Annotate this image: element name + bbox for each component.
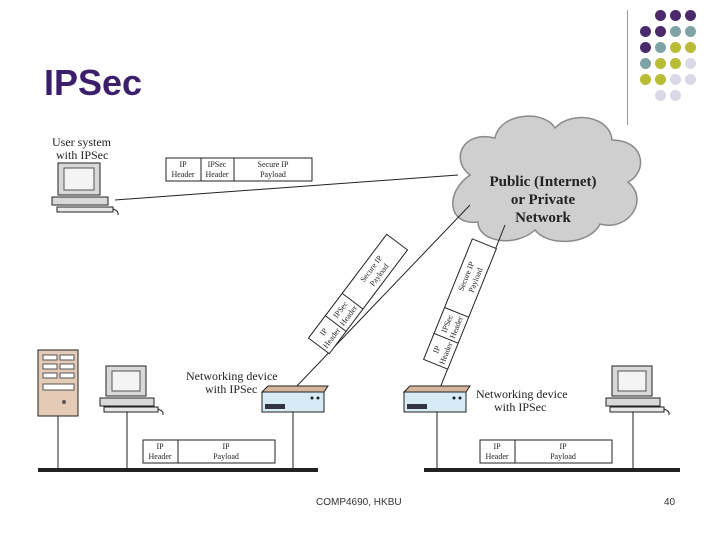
user-system-label-line-1: User system: [52, 135, 112, 149]
network-cloud: Public (Internet) or Private Network: [452, 115, 642, 243]
decorative-dot: [670, 90, 681, 101]
left-device-label-line-2: with IPSec: [205, 382, 257, 396]
decorative-dot-grid: [640, 10, 716, 120]
decorative-dot: [685, 10, 696, 21]
left-computer-icon: [99, 365, 164, 416]
decorative-dot: [640, 58, 651, 69]
right-lan-payload-label: Payload: [550, 452, 576, 461]
server-tower-icon: [37, 349, 79, 417]
network-label-line-2: or Private: [511, 192, 576, 208]
decorative-dot: [670, 10, 681, 21]
decorative-dot: [685, 58, 696, 69]
left-lan-ip-label: IP: [156, 442, 164, 451]
right-device-label-line-2: with IPSec: [494, 400, 546, 414]
page-number: 40: [664, 497, 676, 508]
decorative-dot: [640, 42, 651, 53]
title-divider-line: [627, 10, 628, 125]
decorative-dot: [655, 42, 666, 53]
right-device-label-line-1: Networking device: [476, 387, 568, 401]
left-networking-device-icon: [260, 385, 329, 413]
left-lan-header-label: Header: [148, 452, 171, 461]
decorative-dot: [685, 42, 696, 53]
user-computer-icon: [51, 162, 119, 216]
right-lan-ip-packet: IP Header IP Payload: [479, 439, 613, 464]
decorative-dot: [685, 74, 696, 85]
right-lan-bus: [424, 468, 680, 472]
left-lan-ip-packet: IP Header IP Payload: [142, 439, 276, 464]
right-diag-ip-label: IP: [431, 344, 442, 354]
left-lan-ip2-label: IP: [222, 442, 230, 451]
left-lan-bus: [38, 468, 318, 472]
left-device-to-cloud-link: [294, 204, 471, 389]
top-ipsec-packet: IP Header IPSec Header Secure IP Payload: [165, 157, 313, 182]
decorative-dot: [670, 26, 681, 37]
right-lan-ip-label: IP: [493, 442, 501, 451]
top-packet-ipsec-header-label: Header: [205, 170, 228, 179]
right-networking-device-icon: [402, 385, 471, 413]
top-packet-header-label: Header: [171, 170, 194, 179]
right-computer-icon: [605, 365, 670, 416]
user-system-label-line-2: with IPSec: [56, 148, 108, 162]
decorative-dot: [670, 42, 681, 53]
decorative-dot: [640, 74, 651, 85]
decorative-dot: [640, 26, 651, 37]
left-diag-ip-label: IP: [318, 326, 330, 338]
network-label-line-1: Public (Internet): [489, 174, 596, 190]
decorative-dot: [655, 90, 666, 101]
left-device-label-line-1: Networking device: [186, 369, 278, 383]
decorative-dot: [655, 58, 666, 69]
footer-course-label: COMP4690, HKBU: [316, 497, 402, 508]
decorative-dot: [655, 10, 666, 21]
right-lan-ip2-label: IP: [559, 442, 567, 451]
top-packet-ip-label: IP: [179, 160, 187, 169]
decorative-dot: [670, 74, 681, 85]
user-to-cloud-link: [114, 174, 459, 201]
slide-title: IPSec: [44, 62, 143, 103]
left-lan-payload-label: Payload: [213, 452, 239, 461]
decorative-dot: [670, 58, 681, 69]
top-packet-payload-label: Payload: [260, 170, 286, 179]
right-lan-header-label: Header: [485, 452, 508, 461]
decorative-dot: [655, 74, 666, 85]
top-packet-ipsec-label: IPSec: [208, 160, 227, 169]
diagonal-ipsec-packet-right: IP Header IPSec Header Secure IP Payload: [422, 238, 498, 370]
top-packet-secure-label: Secure IP: [258, 160, 289, 169]
diagonal-ipsec-packet-left: IP Header IPSec Header Secure IP Payload: [307, 233, 409, 355]
decorative-dot: [685, 26, 696, 37]
decorative-dot: [655, 26, 666, 37]
network-label-line-3: Network: [515, 210, 571, 226]
